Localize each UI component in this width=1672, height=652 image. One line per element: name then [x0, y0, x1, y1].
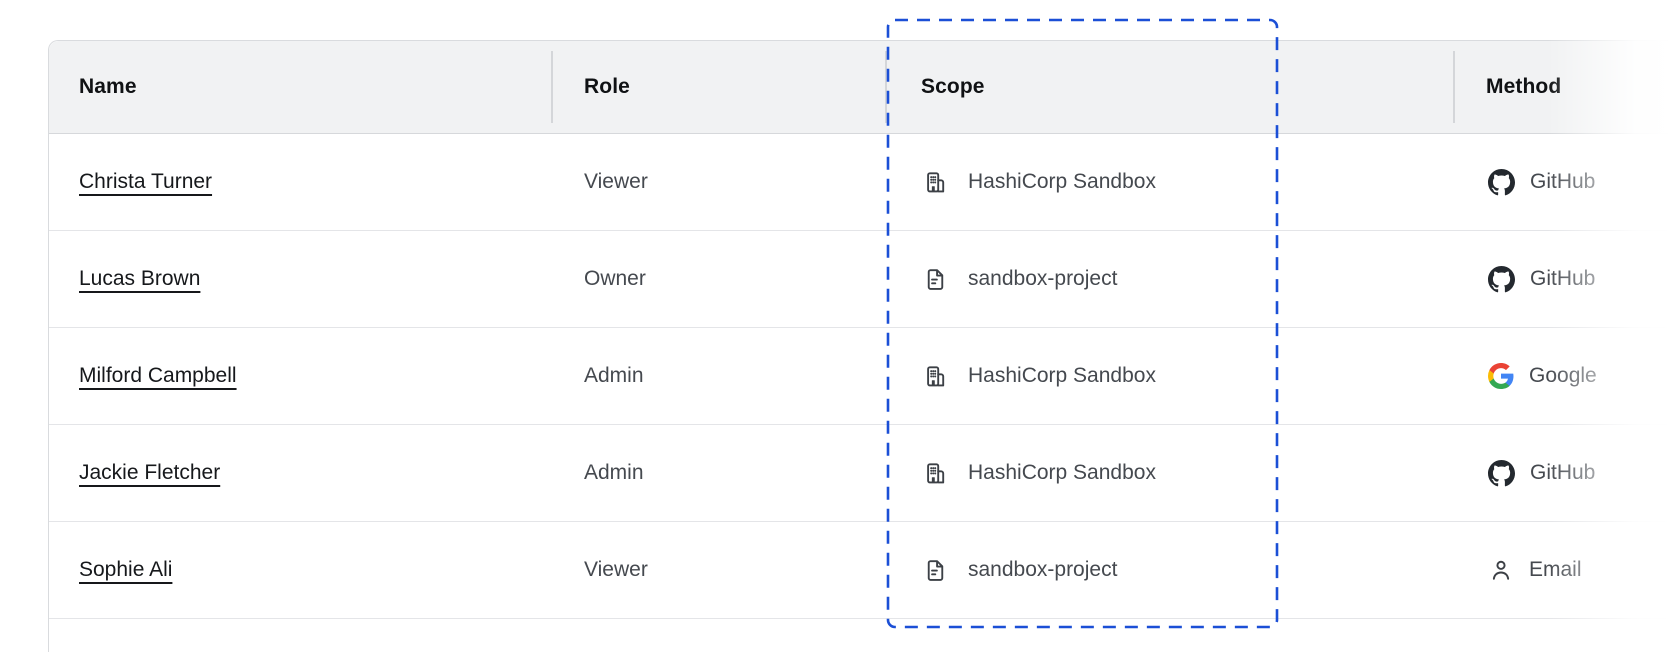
- method-cell: [1488, 619, 1529, 652]
- scope-cell: HashiCorp Sandbox: [923, 328, 1156, 424]
- table-row: [49, 619, 1672, 652]
- organization-icon: [923, 461, 948, 486]
- header-divider: [1453, 51, 1455, 123]
- organization-icon: [923, 170, 948, 195]
- method-value: Email: [1529, 558, 1582, 581]
- role-value: Viewer: [584, 558, 648, 581]
- role-value: Admin: [584, 461, 644, 484]
- member-name-link[interactable]: Lucas Brown: [79, 267, 201, 290]
- role-value: Owner: [584, 267, 646, 290]
- scope-cell: sandbox-project: [923, 522, 1117, 618]
- scope-cell: [923, 619, 968, 652]
- document-icon: [923, 558, 948, 583]
- table-row: Milford Campbell Admin: [49, 328, 1672, 425]
- column-header-name: Name: [79, 75, 137, 98]
- google-icon: [1488, 363, 1514, 389]
- role-value: Viewer: [584, 170, 648, 193]
- column-header-scope: Scope: [921, 75, 985, 98]
- email-user-icon: [1488, 557, 1514, 583]
- github-icon: [1488, 168, 1515, 196]
- table-row: Jackie Fletcher Admin: [49, 425, 1672, 522]
- header-divider: [551, 51, 553, 123]
- scope-cell: HashiCorp Sandbox: [923, 425, 1156, 521]
- table-body: Christa Turner Viewer: [49, 134, 1672, 652]
- member-name-link[interactable]: Sophie Ali: [79, 558, 173, 581]
- github-icon: [1488, 459, 1515, 487]
- members-table: Name Role Scope Method Christa Turner Vi…: [48, 40, 1672, 652]
- table-row: Lucas Brown Owner: [49, 231, 1672, 328]
- scope-cell: sandbox-project: [923, 231, 1117, 327]
- column-header-role: Role: [584, 75, 630, 98]
- scope-value: HashiCorp Sandbox: [968, 364, 1156, 387]
- scope-value: sandbox-project: [968, 267, 1118, 290]
- scope-value: sandbox-project: [968, 558, 1118, 581]
- table-row: Sophie Ali Viewer: [49, 522, 1672, 619]
- method-value: GitHub: [1530, 170, 1596, 193]
- member-name-link[interactable]: Jackie Fletcher: [79, 461, 221, 484]
- method-cell: Email: [1488, 522, 1582, 618]
- table-header-row: Name Role Scope Method: [49, 41, 1672, 134]
- method-value: GitHub: [1530, 267, 1596, 290]
- method-cell: GitHub: [1488, 231, 1595, 327]
- github-icon: [1488, 265, 1515, 293]
- header-divider: [885, 51, 887, 123]
- method-cell: Google: [1488, 328, 1597, 424]
- role-value: Admin: [584, 364, 644, 387]
- organization-icon: [923, 364, 948, 389]
- method-value: Google: [1529, 364, 1597, 387]
- scope-cell: HashiCorp Sandbox: [923, 134, 1156, 230]
- method-cell: GitHub: [1488, 425, 1595, 521]
- document-icon: [923, 267, 948, 292]
- member-name-link[interactable]: Christa Turner: [79, 170, 213, 193]
- method-cell: GitHub: [1488, 134, 1595, 230]
- column-header-method: Method: [1486, 75, 1562, 98]
- scope-value: HashiCorp Sandbox: [968, 461, 1156, 484]
- table-row: Christa Turner Viewer: [49, 134, 1672, 231]
- scope-value: HashiCorp Sandbox: [968, 170, 1156, 193]
- method-value: GitHub: [1530, 461, 1596, 484]
- member-name-link[interactable]: Milford Campbell: [79, 364, 237, 387]
